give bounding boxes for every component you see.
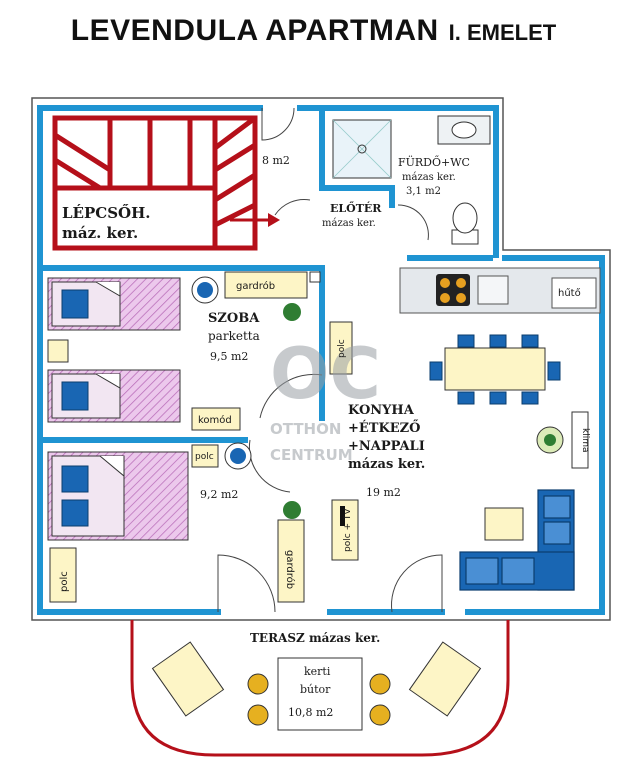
bath-area: 3,1 m2 <box>406 186 441 197</box>
room2-area: 9,2 m2 <box>200 488 238 501</box>
bath-name: FÜRDŐ+WC <box>398 155 470 169</box>
sunlounger-left <box>151 641 225 717</box>
watermark-line2: CENTRUM <box>270 446 353 464</box>
dresser <box>191 407 241 431</box>
watermark: OC OTTHON CENTRUM <box>270 333 381 464</box>
coffee-table <box>484 507 524 541</box>
terrace-chairs <box>247 673 391 726</box>
dresser-label: komód <box>198 414 232 426</box>
plan-title-floor: I. EMELET <box>448 20 557 45</box>
staircase <box>52 115 258 251</box>
kitchen-counter <box>399 267 601 314</box>
living-area: 19 m2 <box>366 486 401 499</box>
bath-floor: mázas ker. <box>402 172 456 183</box>
shelf-left <box>49 547 77 603</box>
plant-living <box>536 426 564 454</box>
nightstand <box>47 339 69 363</box>
sofa <box>459 489 575 591</box>
outer-walls <box>31 97 611 621</box>
shelf-small <box>191 444 219 468</box>
fridge-label: hűtő <box>558 287 581 299</box>
living-line1: KONYHA <box>348 403 415 418</box>
terrace-furniture-1: kerti <box>304 665 331 678</box>
shelf-mid <box>329 321 353 375</box>
sink <box>437 115 491 145</box>
terrace-name: TERASZ mázas ker. <box>250 631 380 645</box>
hall-name: ELŐTÉR <box>330 201 382 215</box>
stairs-area: 8 m2 <box>262 154 290 167</box>
ac-unit <box>571 411 589 469</box>
wardrobe-vertical-label: gardrób <box>284 550 296 589</box>
living-line2: +ÉTKEZŐ <box>348 420 421 436</box>
shelf-small-label: polc <box>195 452 214 462</box>
stairs-arrow <box>230 213 280 227</box>
watermark-logo: OC <box>270 333 381 415</box>
ac-label: klima <box>580 428 590 453</box>
toilet <box>451 202 479 245</box>
armchair-room1 <box>191 276 219 304</box>
bed-2 <box>47 369 181 423</box>
wardrobe-vertical <box>277 519 305 603</box>
shower <box>332 119 392 179</box>
plan-title-main: LEVENDULA APARTMAN <box>70 14 439 47</box>
living-floor: mázas ker. <box>348 457 425 472</box>
room1-name: SZOBA <box>208 311 260 326</box>
stairs-floor: máz. ker. <box>62 224 138 242</box>
sunlounger-right <box>408 641 482 717</box>
watermark-line1: OTTHON <box>270 420 341 438</box>
plan-title: LEVENDULA APARTMAN I. EMELET <box>0 14 627 48</box>
armchair-room2 <box>224 442 252 470</box>
dining-table <box>429 334 561 405</box>
hall-floor: mázas ker. <box>322 218 376 229</box>
stairs-name: LÉPCSŐH. <box>62 204 151 222</box>
shelf-tv-label: polc + TV <box>343 508 353 552</box>
shelf-mid-label: polc <box>337 339 347 358</box>
tv-screen <box>340 506 345 526</box>
bed-1 <box>47 277 181 331</box>
terrace-furniture-2: bútor <box>300 683 331 696</box>
terrace-outline <box>130 620 510 757</box>
terrace-area: 10,8 m2 <box>288 706 333 719</box>
room1-area: 9,5 m2 <box>210 350 248 363</box>
plant-room2 <box>283 501 301 519</box>
wardrobe-top <box>224 271 321 299</box>
living-line3: +NAPPALI <box>348 439 425 454</box>
blue-walls <box>37 105 605 615</box>
shelf-left-label: polc <box>59 571 70 592</box>
plant-room1 <box>283 303 301 321</box>
door-swings <box>217 107 443 613</box>
terrace-table <box>277 657 363 731</box>
bed-double <box>47 451 189 541</box>
wardrobe-top-label: gardrób <box>236 280 275 292</box>
room1-floor: parketta <box>208 329 260 343</box>
